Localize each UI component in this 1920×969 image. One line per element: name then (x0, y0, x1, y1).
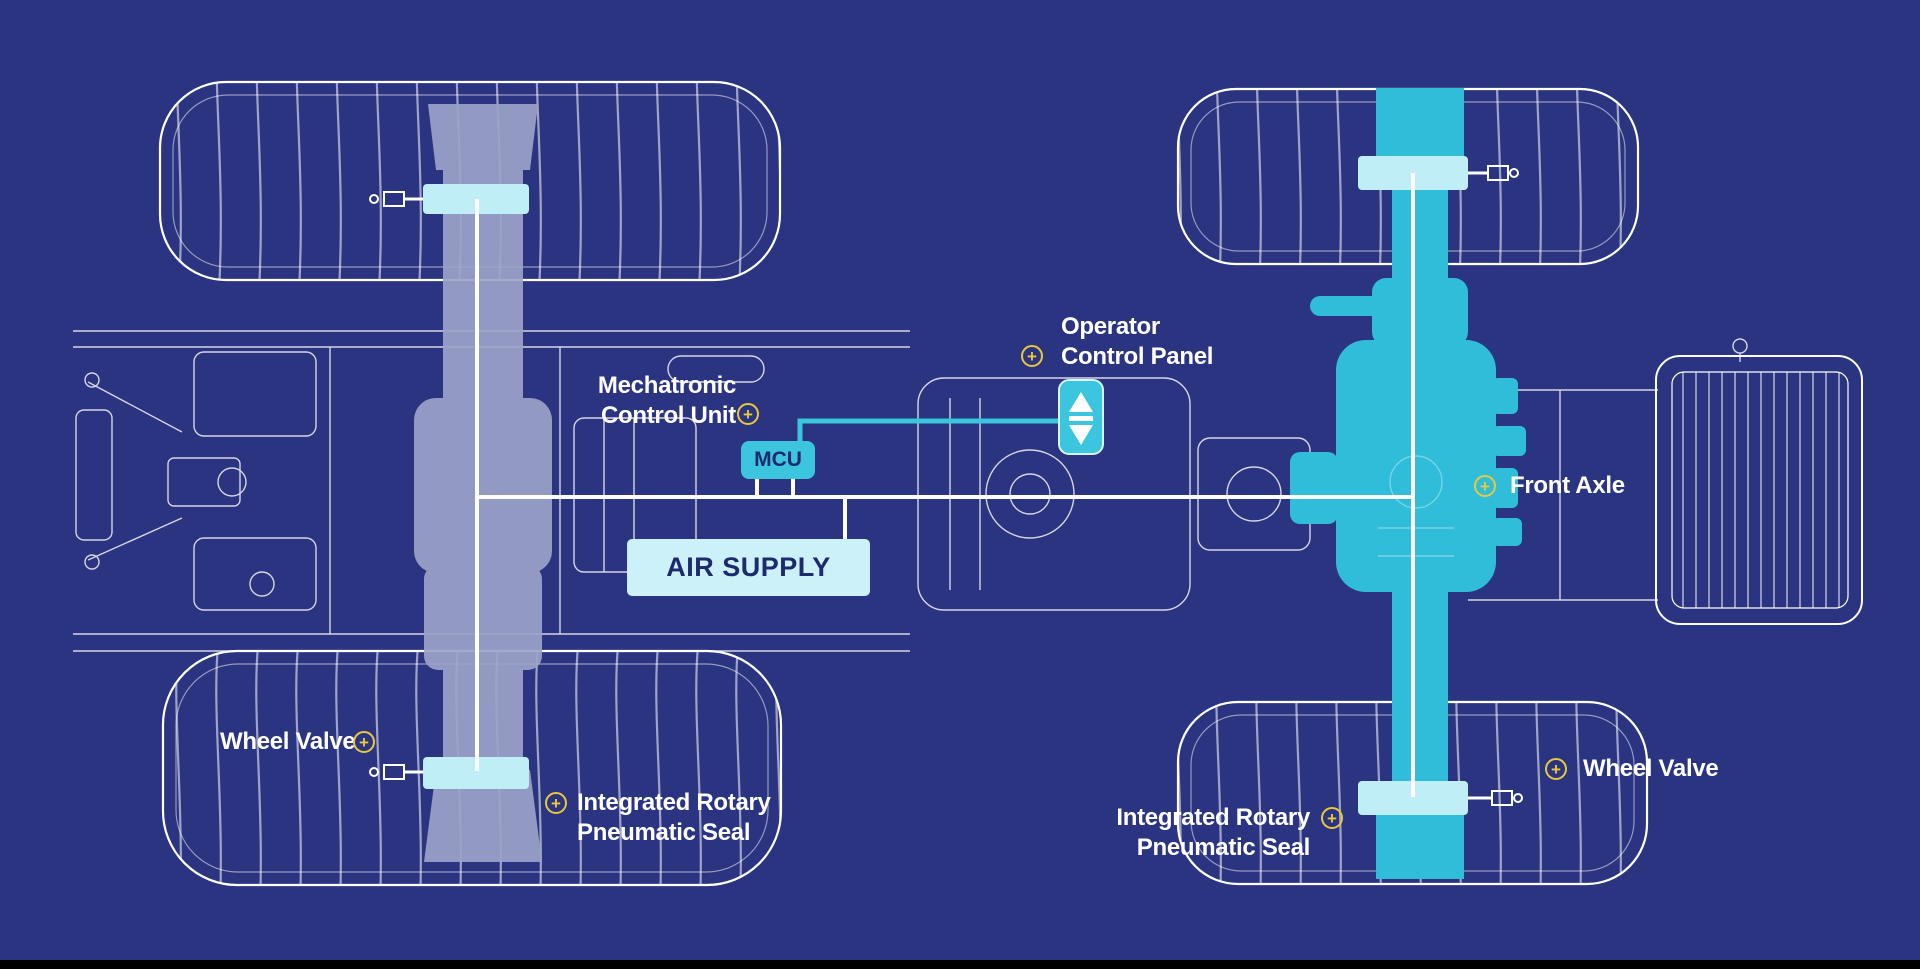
label-line: Wheel Valve (220, 728, 356, 755)
label-line: Control Panel (1061, 343, 1214, 370)
wheel-valve-icons (369, 165, 1523, 806)
label-front-axle: Front Axle (1510, 471, 1625, 501)
label-line: Wheel Valve (1583, 755, 1719, 782)
plus-icon[interactable]: + (353, 731, 375, 753)
label-line: Pneumatic Seal (577, 819, 751, 846)
label-line: Pneumatic Seal (1136, 834, 1311, 861)
wheel-valve-icon-front-top (1468, 165, 1519, 181)
plus-icon[interactable]: + (1474, 475, 1496, 497)
bottom-letterbox-bar (0, 960, 1920, 969)
operator-control-panel-icon (1058, 379, 1104, 455)
arrow-bar (1069, 416, 1093, 421)
plus-icon[interactable]: + (1545, 758, 1567, 780)
arrow-up-icon (1069, 392, 1093, 412)
wheel-valve-icon-rear-top (369, 191, 423, 207)
wheel-valve-icon-rear-bottom (369, 764, 423, 780)
plus-icon[interactable]: + (1021, 345, 1043, 367)
arrow-down-icon (1069, 425, 1093, 445)
label-line: Mechatronic (597, 372, 736, 399)
label-wheel-valve-left: Wheel Valve (220, 727, 356, 757)
label-operator-control-panel: Operator Control Panel (1061, 312, 1213, 372)
wheel-valve-icon-front-bottom (1468, 790, 1523, 806)
label-line: Operator (1061, 313, 1160, 340)
control-signal-line (797, 418, 1059, 446)
plus-icon[interactable]: + (1321, 807, 1343, 829)
air-lines (475, 173, 1415, 797)
label-line: Control Unit (600, 402, 736, 429)
label-wheel-valve-right: Wheel Valve (1583, 754, 1719, 784)
air-supply-box: AIR SUPPLY (627, 539, 870, 596)
front-axle-detail-lines (1378, 455, 1454, 557)
radiator-grille (1655, 355, 1863, 625)
label-mechatronic-control-unit: Mechatronic Control Unit (540, 371, 736, 431)
mcu-box: MCU (741, 441, 815, 479)
label-seal-right: Integrated Rotary Pneumatic Seal (1080, 803, 1310, 863)
label-line: Integrated Rotary (1116, 804, 1310, 831)
label-seal-left: Integrated Rotary Pneumatic Seal (577, 788, 771, 848)
plus-icon[interactable]: + (737, 403, 759, 425)
plus-icon[interactable]: + (545, 792, 567, 814)
label-line: Front Axle (1510, 472, 1625, 499)
label-line: Integrated Rotary (577, 789, 771, 816)
